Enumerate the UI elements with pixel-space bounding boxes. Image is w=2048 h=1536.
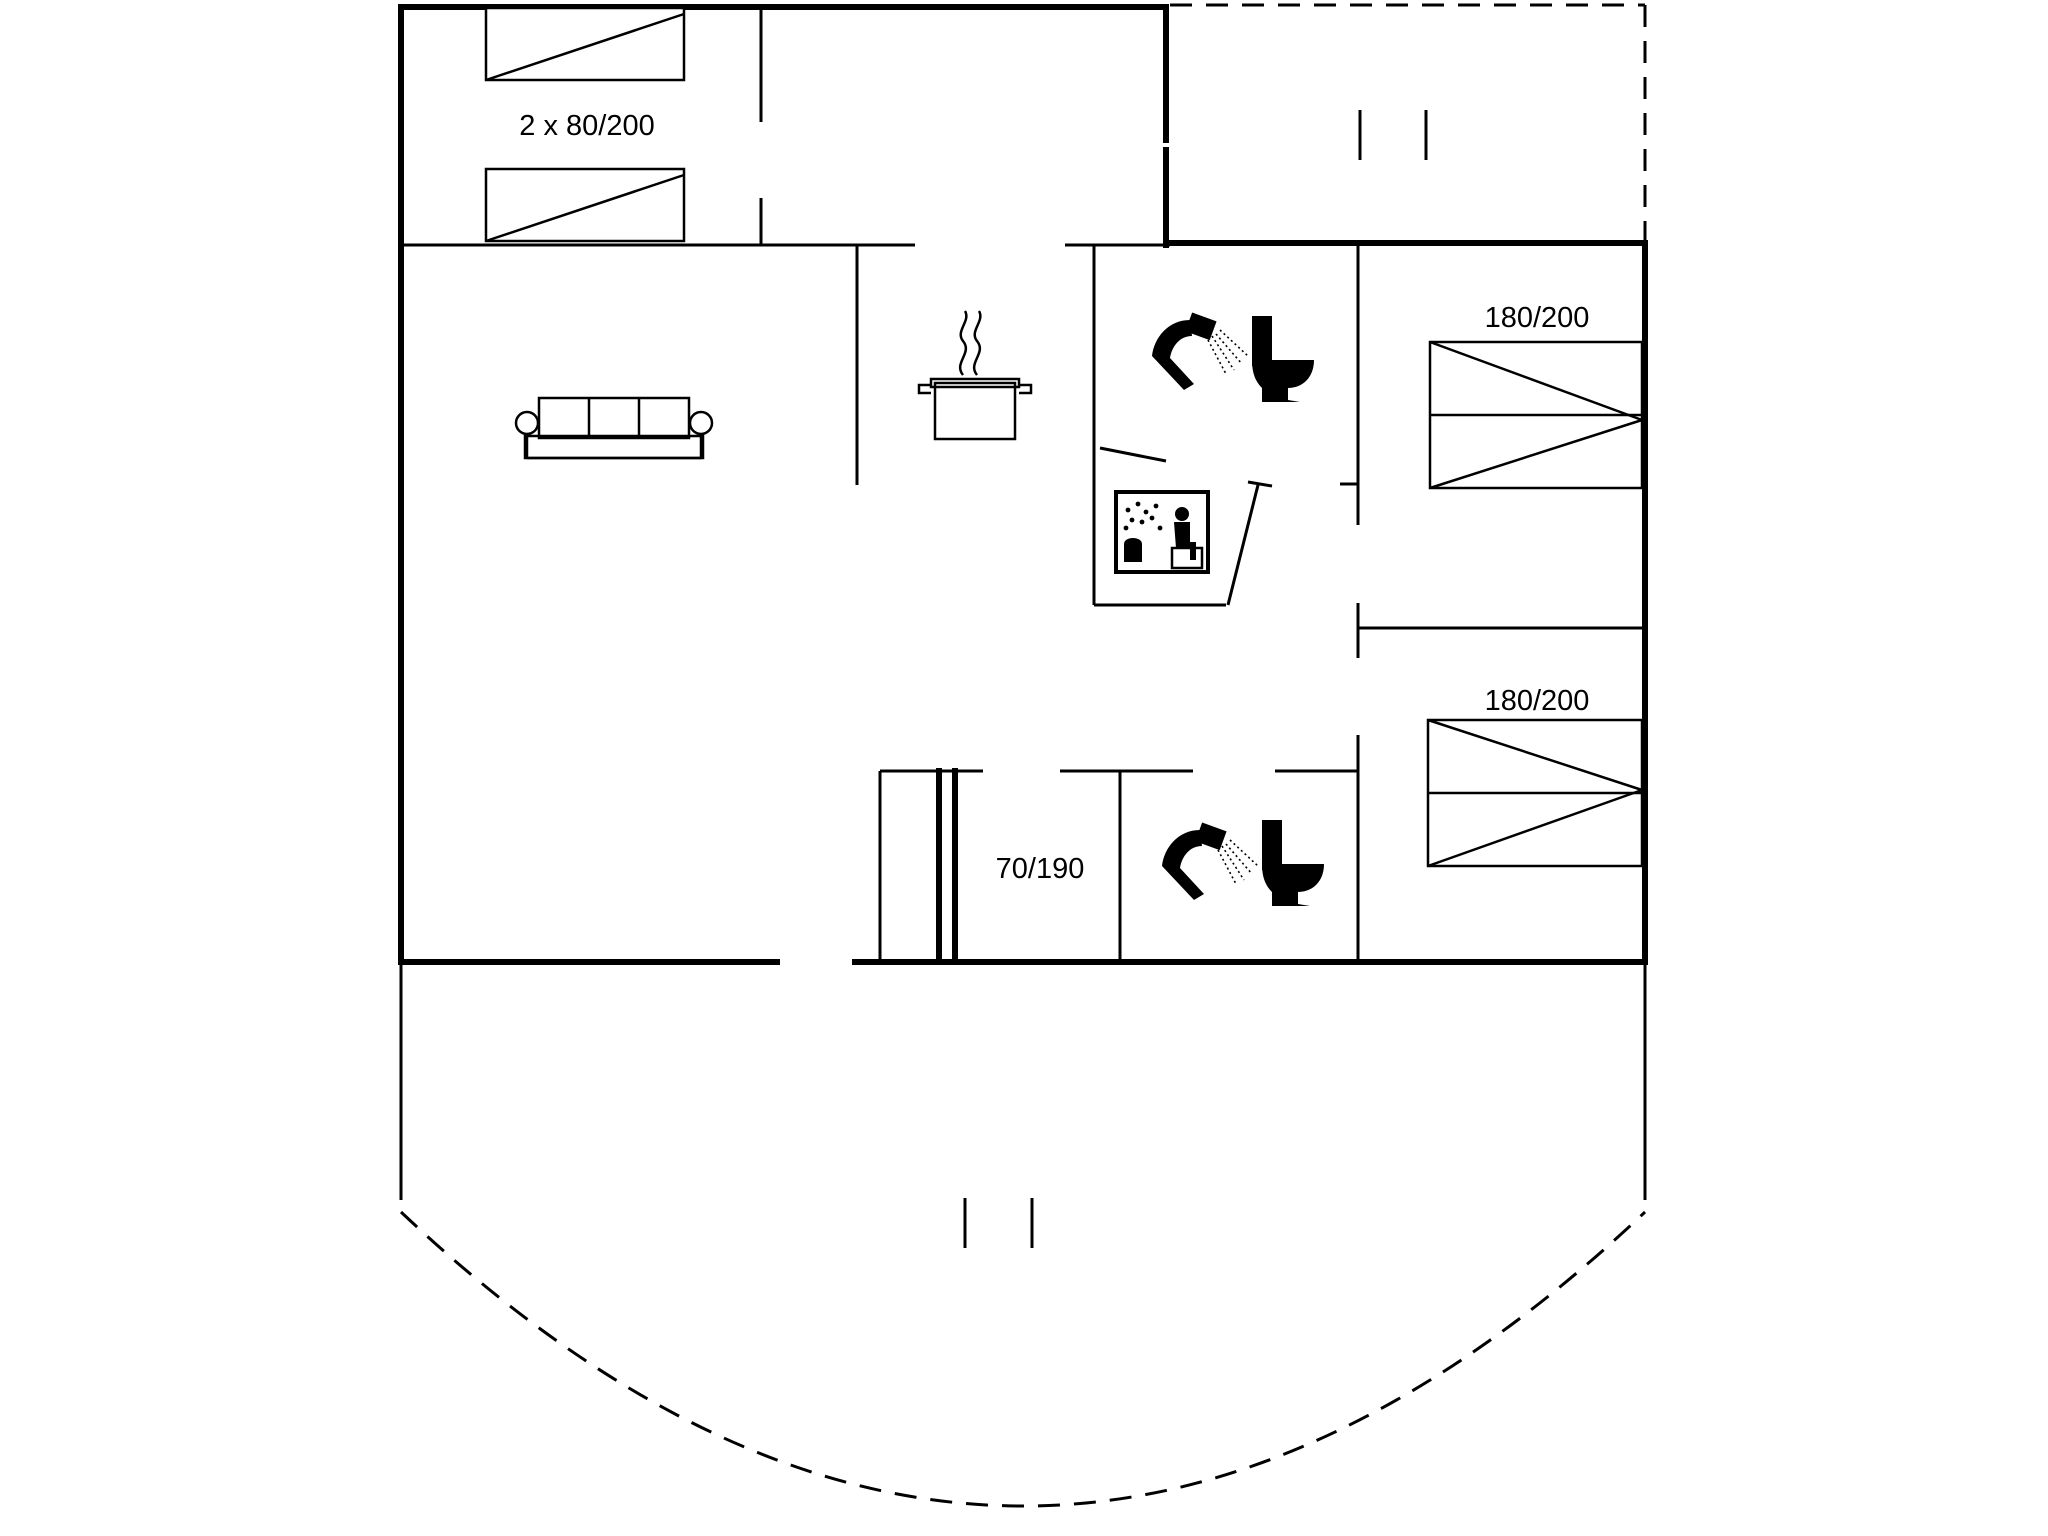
- shower-icon: [1162, 822, 1259, 900]
- bunk-bed-label: 2 x 80/200: [519, 110, 654, 142]
- bed-upper-label: 180/200: [1485, 302, 1590, 334]
- double-bed-lower: [1426, 718, 1644, 868]
- double-bed-upper: [1428, 340, 1644, 490]
- toilet-icon: [1262, 820, 1324, 906]
- outer-walls: [398, 4, 1648, 965]
- terrace-top: [1170, 3, 1647, 240]
- cooking-pot-icon: [917, 310, 1033, 441]
- shower-icon: [1152, 312, 1249, 390]
- toilet-icon: [1252, 316, 1314, 402]
- terrace-bottom: [399, 962, 1647, 1508]
- sofa-icon: [514, 396, 714, 460]
- sauna-icon: [1114, 490, 1210, 574]
- small-bed-label: 70/190: [996, 853, 1085, 885]
- interior-walls: [401, 7, 1645, 965]
- bunk-beds: [484, 6, 686, 243]
- bed-lower-label: 180/200: [1485, 685, 1590, 717]
